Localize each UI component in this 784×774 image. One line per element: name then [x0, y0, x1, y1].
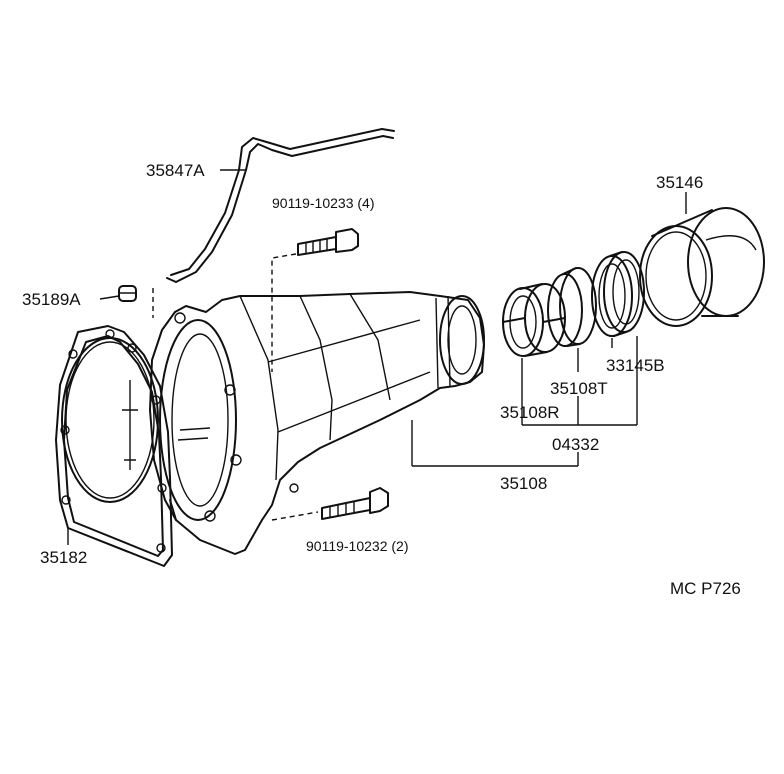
seal-33145b — [591, 251, 645, 337]
label-35108R: 35108R — [500, 403, 560, 422]
label-35108: 35108 — [500, 474, 547, 493]
leader-lines — [411, 336, 638, 467]
figure-code: MC P726 — [670, 579, 741, 598]
label-33145B: 33145B — [606, 356, 665, 375]
label-35108T: 35108T — [550, 379, 608, 398]
label-04332: 04332 — [552, 435, 599, 454]
label-35189A: 35189A — [22, 290, 81, 309]
leader-plug — [99, 295, 120, 300]
bolt-upper — [297, 228, 359, 256]
label-bolt-lower: 90119-10232 (2) — [306, 538, 408, 554]
dust-cover-35146 — [639, 207, 765, 327]
plug — [118, 285, 137, 302]
bolt-lower — [321, 487, 389, 520]
bolt-upper-dash — [271, 253, 297, 372]
bolt-lower-dash — [271, 511, 319, 521]
extension-housing — [149, 291, 485, 555]
label-35847A: 35847A — [146, 161, 205, 180]
label-bolt-upper: 90119-10233 (4) — [272, 195, 374, 211]
breather-tube — [166, 128, 395, 283]
gasket — [55, 325, 173, 567]
label-35146: 35146 — [656, 173, 703, 192]
bearing-35108r — [502, 283, 566, 357]
bearing-35108t — [547, 267, 597, 347]
label-35182: 35182 — [40, 548, 87, 567]
